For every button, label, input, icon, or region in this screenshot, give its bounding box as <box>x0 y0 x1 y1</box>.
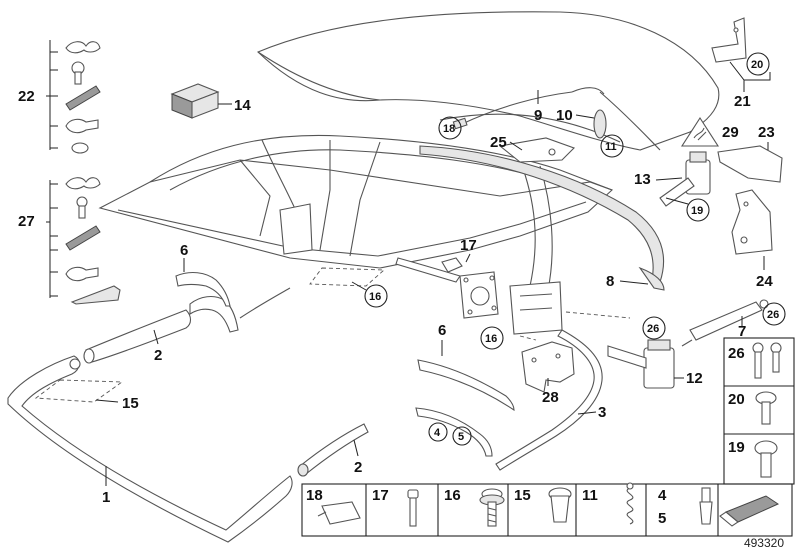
label-23: 23 <box>758 124 775 141</box>
label-24: 24 <box>756 273 773 290</box>
label-14: 14 <box>234 97 251 114</box>
label-17: 17 <box>460 237 477 254</box>
legend-right-20: 20 <box>728 391 745 408</box>
label-29: 29 <box>722 124 739 141</box>
label-10: 10 <box>556 107 573 124</box>
hydraulic-cylinder-12 <box>607 339 675 389</box>
bracket-21 <box>711 17 747 63</box>
label-20-circle: 20 <box>751 59 763 71</box>
label-12: 12 <box>686 370 703 387</box>
kit-27 <box>46 177 121 305</box>
callout-labels: 1 2 2 3 4 5 6 6 7 8 9 10 11 12 13 14 15 <box>18 52 786 506</box>
label-1: 1 <box>102 489 110 506</box>
label-8: 8 <box>606 273 614 290</box>
legend-bottom: 18 17 16 15 11 4 5 <box>301 482 793 537</box>
label-28: 28 <box>542 389 559 406</box>
bracket-28 <box>521 341 575 393</box>
filler-6-lower <box>417 359 515 412</box>
legend-right-26: 26 <box>728 345 745 362</box>
legend-right-19: 19 <box>728 439 745 456</box>
label-16-circle-lower: 16 <box>485 333 497 345</box>
kit-22 <box>46 40 101 154</box>
top-frame <box>98 134 614 335</box>
legend-bottom-18: 18 <box>306 487 323 504</box>
reference-number: 493320 <box>743 536 784 550</box>
seal-2-upper <box>83 309 192 364</box>
label-7: 7 <box>738 323 746 340</box>
seal-strip-lower <box>395 257 461 283</box>
label-16-circle-upper: 16 <box>369 291 381 303</box>
label-9: 9 <box>534 107 542 124</box>
legend-bottom-15: 15 <box>514 487 531 504</box>
label-2-upper: 2 <box>154 347 162 364</box>
seal-2-lower <box>297 423 369 477</box>
label-15: 15 <box>122 395 139 412</box>
label-21: 21 <box>734 93 751 110</box>
bracket-17-plate <box>441 257 499 319</box>
soft-top-cover <box>257 11 720 151</box>
label-5-circle: 5 <box>458 431 464 443</box>
label-4-circle: 4 <box>434 427 441 439</box>
label-26-circle-left: 26 <box>647 323 659 335</box>
label-25: 25 <box>490 134 507 151</box>
label-6-lower: 6 <box>438 322 446 339</box>
label-6-upper: 6 <box>180 242 188 259</box>
label-18-circle: 18 <box>443 123 455 135</box>
corner-piece-upper <box>189 287 291 333</box>
legend-bottom-16: 16 <box>444 487 461 504</box>
legend-bottom-4: 4 <box>658 487 667 504</box>
assembly-guides <box>34 267 631 403</box>
box-14 <box>170 83 220 119</box>
label-27: 27 <box>18 213 35 230</box>
seal-3 <box>495 329 603 471</box>
side-seal-8 <box>419 145 665 291</box>
label-11-circle: 11 <box>605 141 617 153</box>
plate-23 <box>717 145 783 183</box>
legend-bottom-17: 17 <box>372 487 389 504</box>
label-2-lower: 2 <box>354 459 362 476</box>
legend-bottom-11: 11 <box>582 487 598 504</box>
label-22: 22 <box>18 88 35 105</box>
sleeve-10 <box>571 87 607 139</box>
windshield-seal-1 <box>7 355 293 543</box>
label-26-circle-right: 26 <box>767 309 779 321</box>
legend-bottom-5: 5 <box>658 510 666 527</box>
label-13: 13 <box>634 171 651 188</box>
label-3: 3 <box>598 404 606 421</box>
seal-4-5 <box>415 407 493 457</box>
gas-strut-7 <box>681 299 769 347</box>
legend-right: 26 20 19 <box>723 337 795 485</box>
filler-6-upper <box>175 271 231 307</box>
warning-triangle-29 <box>680 116 720 147</box>
label-19-circle: 19 <box>691 205 703 217</box>
bracket-24 <box>731 189 773 255</box>
bracket-25 <box>498 137 576 163</box>
